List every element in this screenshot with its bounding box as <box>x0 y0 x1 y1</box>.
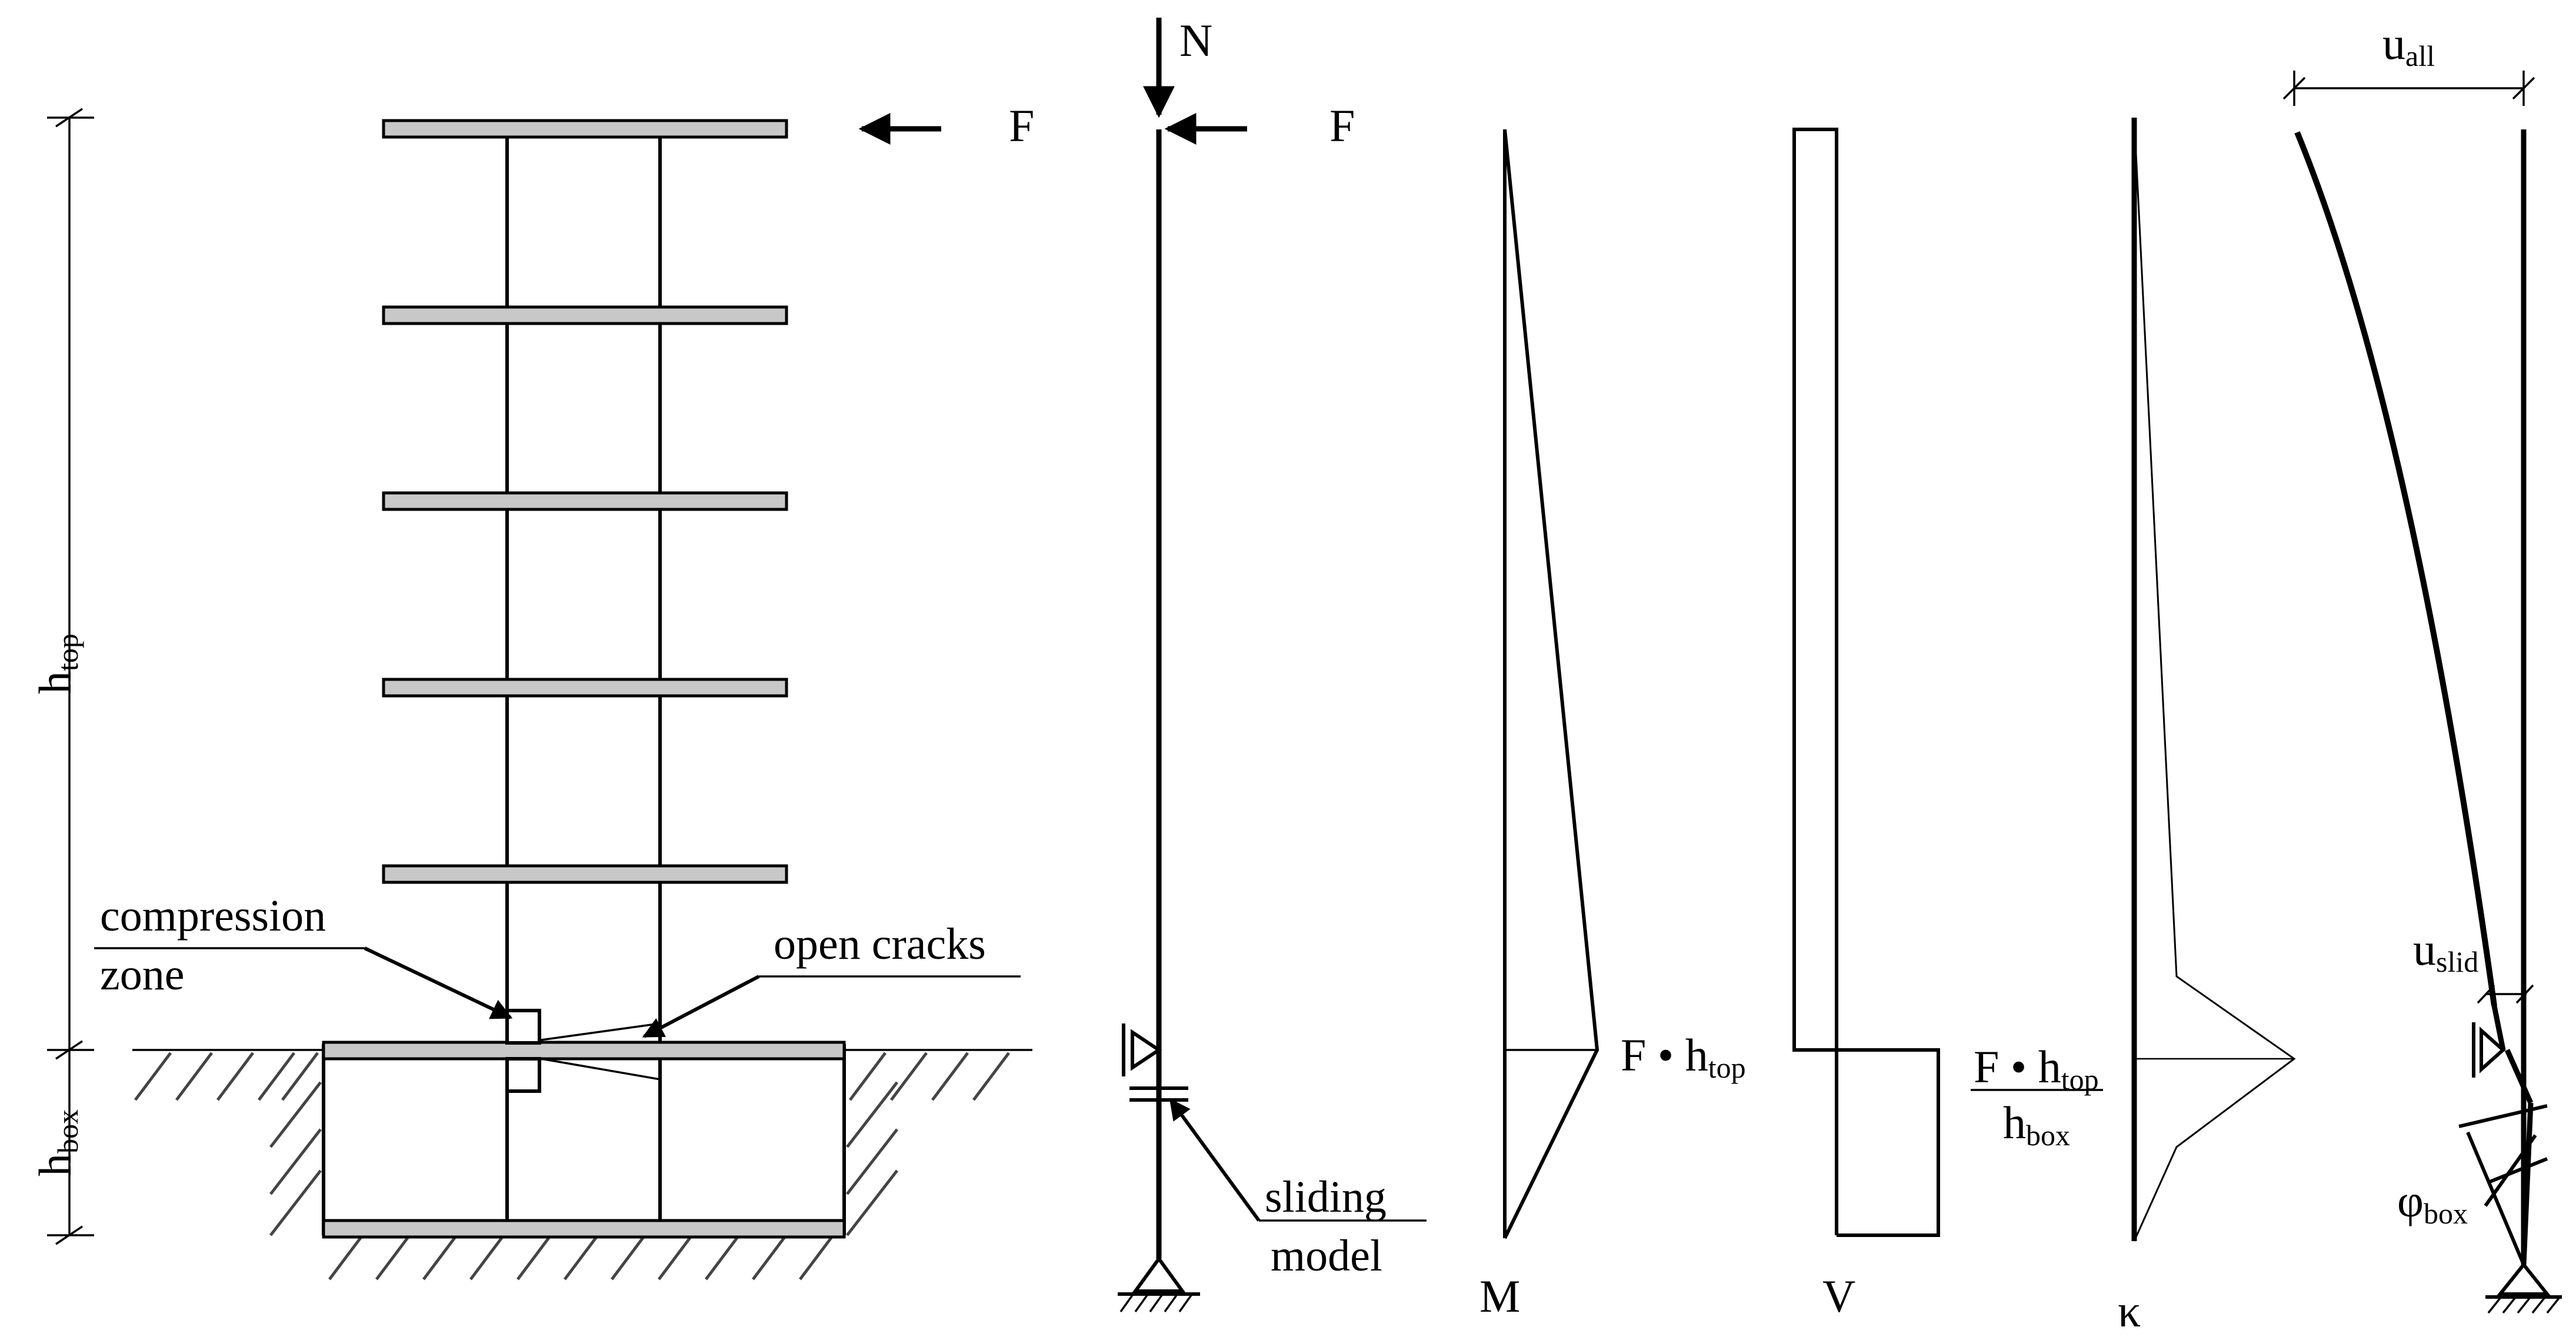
u-slid-dimension <box>2477 984 2534 1009</box>
force-label: F <box>1009 100 1034 151</box>
top-force-label: F <box>1329 100 1355 151</box>
open-cracks-lines <box>541 1022 661 1081</box>
lateral-roller-support <box>1122 1023 1162 1076</box>
floor-slab <box>382 491 788 511</box>
rotated-box-segment <box>2458 1005 2548 1266</box>
u-slid-label: uslid <box>2413 923 2478 978</box>
shear-caption: V <box>1822 1271 1855 1322</box>
phi-box-label: φbox <box>2397 1175 2468 1230</box>
u-all-label: uall <box>2382 18 2435 72</box>
building-model: htop hbox <box>29 100 1034 1281</box>
compression-zone-label: compression <box>100 891 326 941</box>
moment-caption: M <box>1479 1271 1520 1322</box>
box-top-slab <box>322 1041 846 1061</box>
pinned-support <box>1118 1255 1200 1313</box>
sliding-model-label: sliding <box>1265 1172 1387 1222</box>
beam-model: N F sliding model <box>1118 15 1427 1313</box>
height-dimension <box>47 108 94 1245</box>
shear-diagram: V <box>1792 128 1940 1322</box>
box-bottom-slab <box>322 1219 846 1239</box>
h-top-label: htop <box>29 634 84 694</box>
base-pin-support <box>2485 1262 2562 1314</box>
floor-slab <box>382 305 788 325</box>
moment-diagram: F • htop M <box>1479 129 1746 1322</box>
compression-pointer <box>364 946 513 1019</box>
u-all-dimension <box>2282 71 2535 106</box>
curv-numerator: F • htop <box>1974 1041 2099 1096</box>
curvature-diagram: F • htop hbox κ <box>1971 117 2296 1336</box>
displacement-diagram: uall uslid φbox <box>2282 18 2562 1314</box>
cracks-pointer <box>642 975 760 1038</box>
svg-text:zone: zone <box>100 950 184 999</box>
curv-denominator: hbox <box>2003 1097 2070 1152</box>
axial-label: N <box>1179 15 1212 66</box>
compression-block <box>505 1009 541 1045</box>
floor-slab <box>382 119 788 139</box>
svg-text:model: model <box>1271 1231 1382 1281</box>
ground <box>132 1049 1032 1281</box>
floor-slab <box>382 678 788 698</box>
deflected-shape <box>2294 131 2497 1006</box>
compression-block <box>505 1057 541 1093</box>
curvature-caption: κ <box>2118 1285 2141 1336</box>
moment-peak-label: F • htop <box>1621 1029 1746 1084</box>
sliding-pointer <box>1169 1098 1261 1222</box>
floor-slab <box>382 864 788 884</box>
h-box-label: hbox <box>29 1109 84 1176</box>
open-cracks-label: open cracks <box>774 919 986 969</box>
